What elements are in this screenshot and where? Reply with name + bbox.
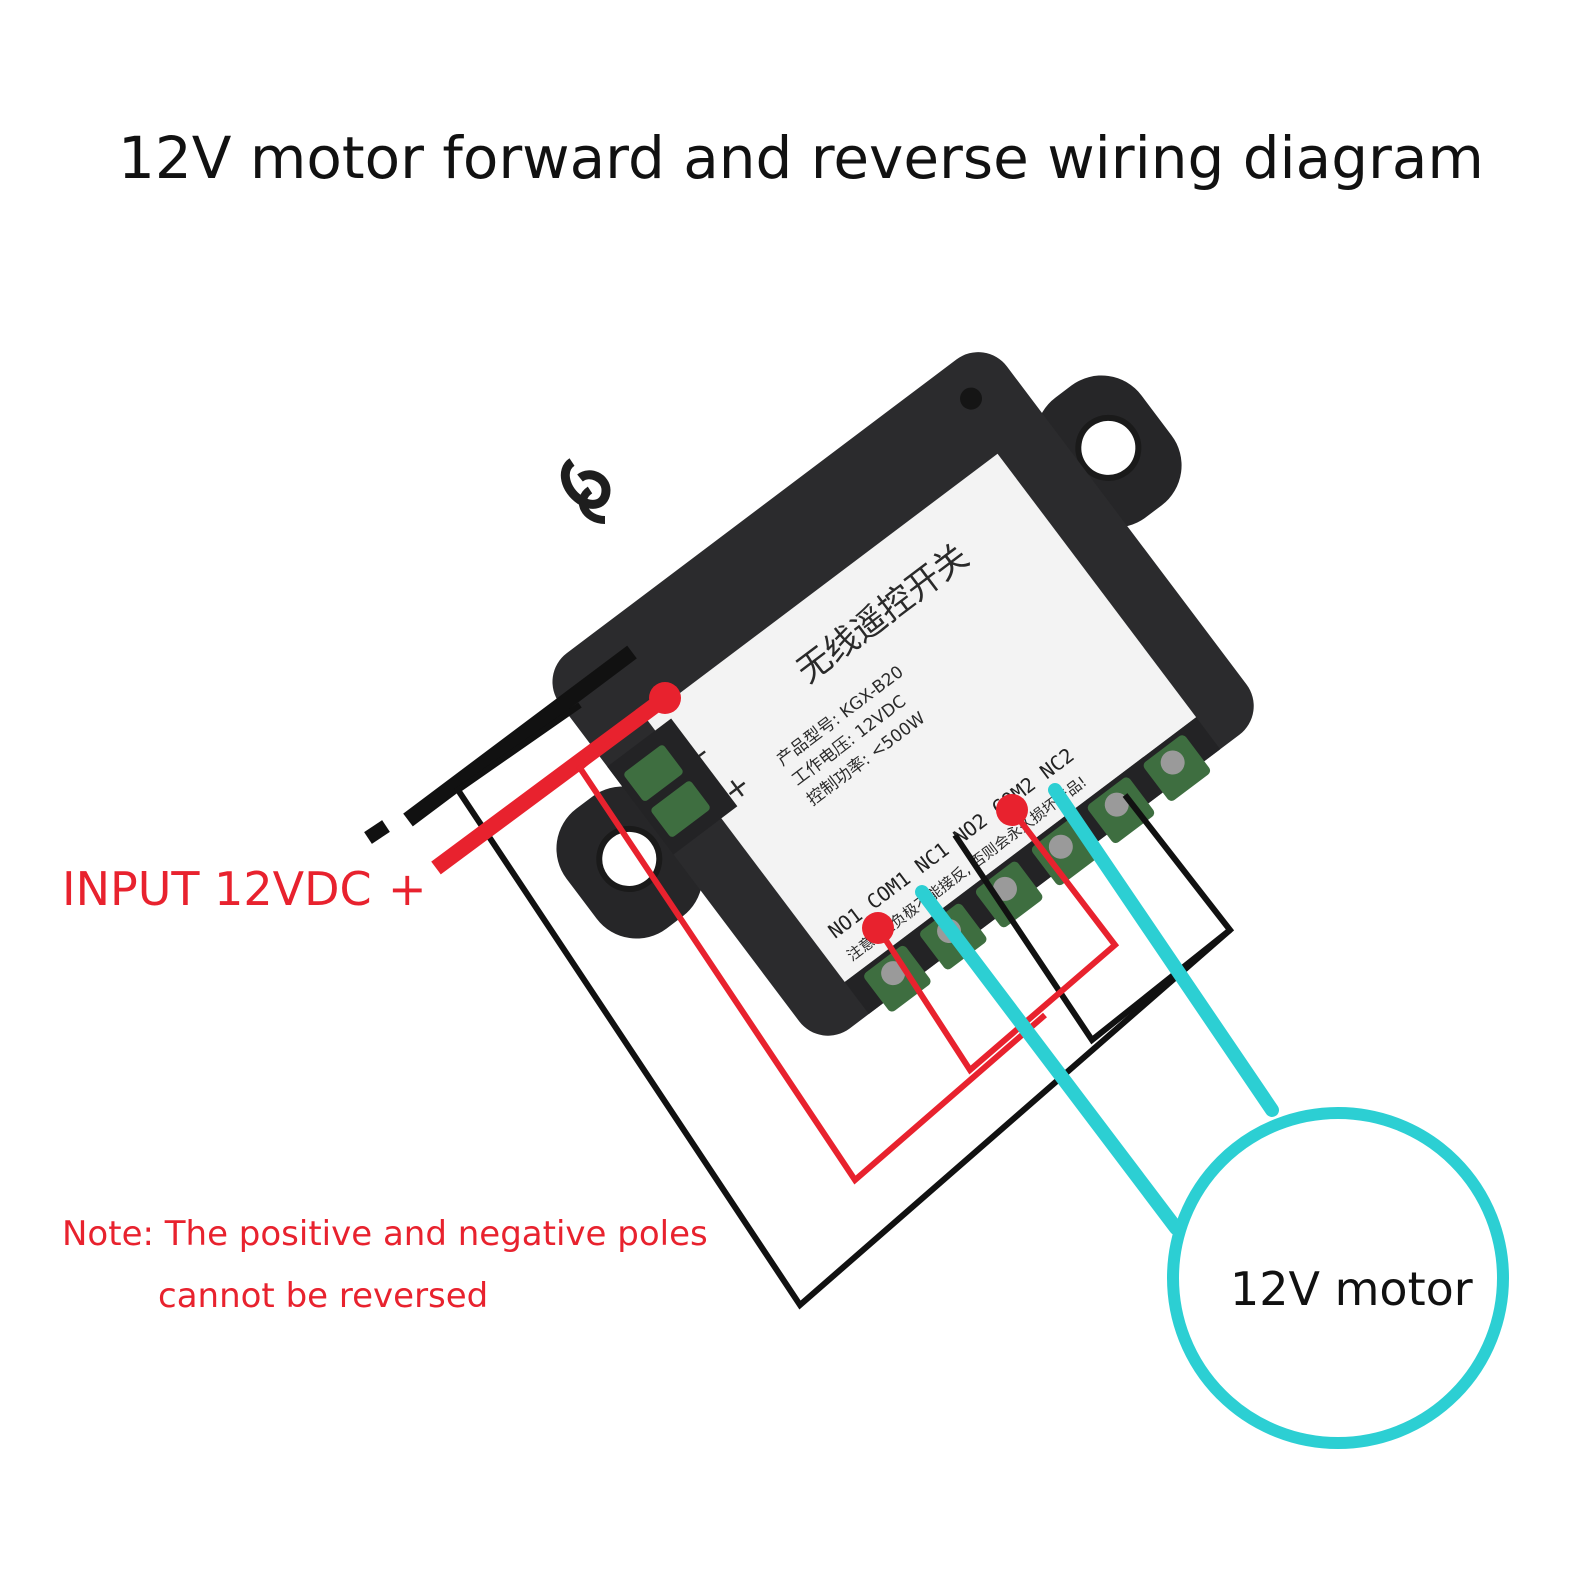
screw-nc2: [1160, 750, 1185, 775]
screw-no2: [1048, 834, 1073, 859]
led-indicator: [960, 387, 983, 410]
note-line-2: cannot be reversed: [158, 1276, 488, 1316]
terminal-minus: [624, 745, 683, 801]
motor-wiring: [915, 783, 1279, 1235]
negative-loop-outer: [453, 702, 1235, 1310]
screw-no1: [881, 961, 906, 986]
positive-link-no: [875, 808, 1120, 1075]
input-positive-wire: [431, 691, 670, 875]
positive-node-no1: [862, 912, 894, 944]
screw-com2: [1104, 792, 1129, 817]
input-negative-wire: [403, 645, 637, 827]
motor-circle: [1167, 1107, 1509, 1449]
positive-node-no2: [996, 794, 1028, 826]
mounting-hole-left: [599, 828, 660, 889]
screw-nc1: [992, 876, 1017, 901]
motor-wire-com1: [915, 885, 1183, 1235]
relay-module: 无线遥控开关 产品型号: KGX-B20 工作电压: 12VDC 控制功率: <…: [552, 352, 1254, 1036]
positive-sign-label: +: [388, 862, 427, 916]
positive-node-input: [649, 682, 681, 714]
motor-label: 12V motor: [1230, 1262, 1473, 1316]
motor-wire-com2: [1048, 783, 1279, 1117]
negative-link-com2: [952, 833, 1232, 1045]
positive-wiring: [431, 682, 1120, 1185]
input-voltage-label: INPUT 12VDC: [62, 862, 372, 916]
mounting-hole-right: [1078, 417, 1139, 478]
power-terminal-block: [607, 718, 738, 855]
terminal-plus: [651, 781, 710, 837]
negative-wiring: [364, 645, 1235, 1310]
positive-loop-outer: [576, 737, 1047, 1185]
antenna: [560, 458, 611, 524]
note-line-1: Note: The positive and negative poles: [62, 1214, 708, 1254]
product-label: [646, 453, 1197, 983]
negative-lead-dash: [364, 820, 390, 844]
diagram-title: 12V motor forward and reverse wiring dia…: [118, 124, 1484, 192]
